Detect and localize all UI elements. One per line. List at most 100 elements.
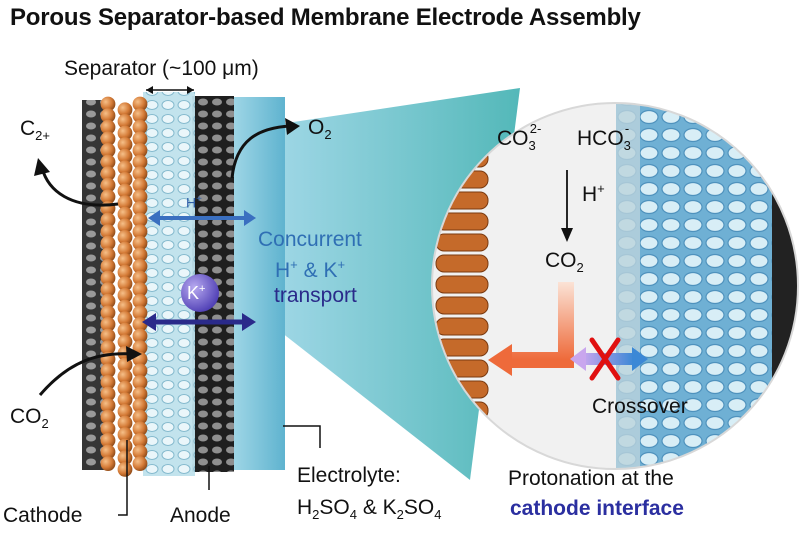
- cathode-particle: [117, 102, 133, 118]
- c2-product-label: C2+: [20, 117, 50, 144]
- cathode-particle: [117, 299, 133, 315]
- electrolyte-formula: H2SO4 & K2SO4: [297, 496, 442, 523]
- cathode-particle: [100, 421, 116, 437]
- cathode-particle: [132, 386, 148, 402]
- cathode-particle: [132, 119, 148, 135]
- zoom-cathode-rod: [435, 233, 489, 252]
- cathode-particle: [100, 270, 116, 286]
- electrolyte-leader: [283, 425, 321, 448]
- co2-feed-label: CO2: [10, 405, 49, 432]
- cathode-particle: [132, 189, 148, 205]
- zoom-cathode-rod: [435, 296, 489, 315]
- zoom-circle: [432, 103, 798, 469]
- cathode-particle: [100, 96, 116, 112]
- cathode-interface-label: cathode interface: [510, 497, 684, 520]
- zoom-cathode-rod: [435, 275, 489, 294]
- cathode-particle: [117, 438, 133, 454]
- zoom-circle-outline: [431, 102, 799, 470]
- cathode-particle: [132, 444, 148, 460]
- cathode-particle: [100, 235, 116, 251]
- cathode-particle: [117, 264, 133, 280]
- cathode-particle: [100, 456, 116, 471]
- cathode-particle: [117, 369, 133, 384]
- zoom-beam: [240, 88, 520, 480]
- k-ion-sphere: [181, 274, 219, 312]
- cathode-particle: [100, 247, 116, 263]
- cathode-particle: [132, 131, 148, 147]
- transport-line-3: transport: [274, 284, 357, 307]
- cathode-particles: [100, 96, 148, 477]
- cathode-particle: [117, 183, 133, 199]
- cathode-particle: [100, 212, 116, 228]
- crossover-label: Crossover: [592, 395, 688, 418]
- cathode-particle: [132, 456, 148, 471]
- cathode-particle: [117, 137, 133, 153]
- transport-line-1: Concurrent: [258, 228, 362, 251]
- protonation-arrow: [510, 282, 574, 368]
- cathode-particle: [100, 177, 116, 193]
- cathode-particle: [100, 398, 116, 413]
- cathode-particle: [132, 282, 148, 297]
- cathode-particle: [117, 462, 133, 477]
- cathode-particle: [100, 131, 116, 147]
- cathode-particle: [132, 108, 148, 123]
- c2-product-arrow: [40, 167, 119, 207]
- cathode-particle: [117, 415, 133, 431]
- h-plus-arrow: [148, 210, 256, 226]
- o2-product-label: O2: [308, 116, 332, 143]
- cathode-particle: [117, 218, 133, 234]
- carbonate-label: CO32-: [497, 121, 542, 154]
- cathode-particle: [132, 143, 148, 158]
- zoom-co2-label: CO2: [545, 249, 584, 276]
- cathode-particle: [117, 311, 133, 326]
- cathode-particle: [132, 363, 148, 379]
- crossover-blocked-cross: [589, 337, 621, 381]
- cathode-particle: [100, 363, 116, 379]
- cathode-particle: [132, 212, 148, 228]
- cathode-particle: [132, 305, 148, 321]
- cathode-particle: [132, 317, 148, 332]
- cathode-particle: [100, 433, 116, 448]
- cathode-particle: [132, 398, 148, 413]
- cathode-particle: [132, 328, 148, 344]
- cathode-particle: [132, 375, 148, 390]
- cathode-particle: [117, 114, 133, 129]
- cathode-particle: [100, 375, 116, 390]
- cathode-particle: [117, 195, 133, 211]
- cathode-particle: [117, 357, 133, 373]
- cathode-particle: [117, 253, 133, 268]
- cathode-particle: [117, 125, 133, 141]
- cathode-particle: [132, 177, 148, 193]
- electrolyte-label: Electrolyte:: [297, 464, 401, 487]
- cathode-particle: [100, 444, 116, 460]
- cathode-particle: [117, 288, 133, 303]
- cathode-particle: [117, 322, 133, 338]
- cathode-particle: [100, 340, 116, 355]
- cathode-particle: [117, 241, 133, 257]
- cathode-particle: [100, 259, 116, 274]
- cathode-particle: [132, 409, 148, 425]
- cathode-particle: [100, 143, 116, 158]
- electrolyte-block: [233, 97, 285, 470]
- cathode-particle: [100, 328, 116, 344]
- co2-feed-arrow: [38, 352, 133, 396]
- cathode-particle: [117, 392, 133, 408]
- cathode-particle: [117, 404, 133, 419]
- anode-label: Anode: [170, 504, 231, 527]
- cathode-particle: [100, 119, 116, 135]
- cathode-particle: [132, 201, 148, 216]
- cathode-particle: [117, 172, 133, 187]
- cathode-particle: [100, 224, 116, 240]
- cathode-particle: [132, 259, 148, 274]
- cathode-particle: [117, 427, 133, 442]
- cathode-particle: [100, 409, 116, 425]
- zoom-cathode-rod: [435, 254, 489, 273]
- k-plus-ion-label: K+: [187, 283, 206, 303]
- cathode-leader: [118, 440, 128, 516]
- cathode-particle: [132, 293, 148, 309]
- cathode-particle: [132, 96, 148, 112]
- cathode-particle: [100, 189, 116, 205]
- cathode-particle: [132, 224, 148, 240]
- cathode-particle: [100, 305, 116, 321]
